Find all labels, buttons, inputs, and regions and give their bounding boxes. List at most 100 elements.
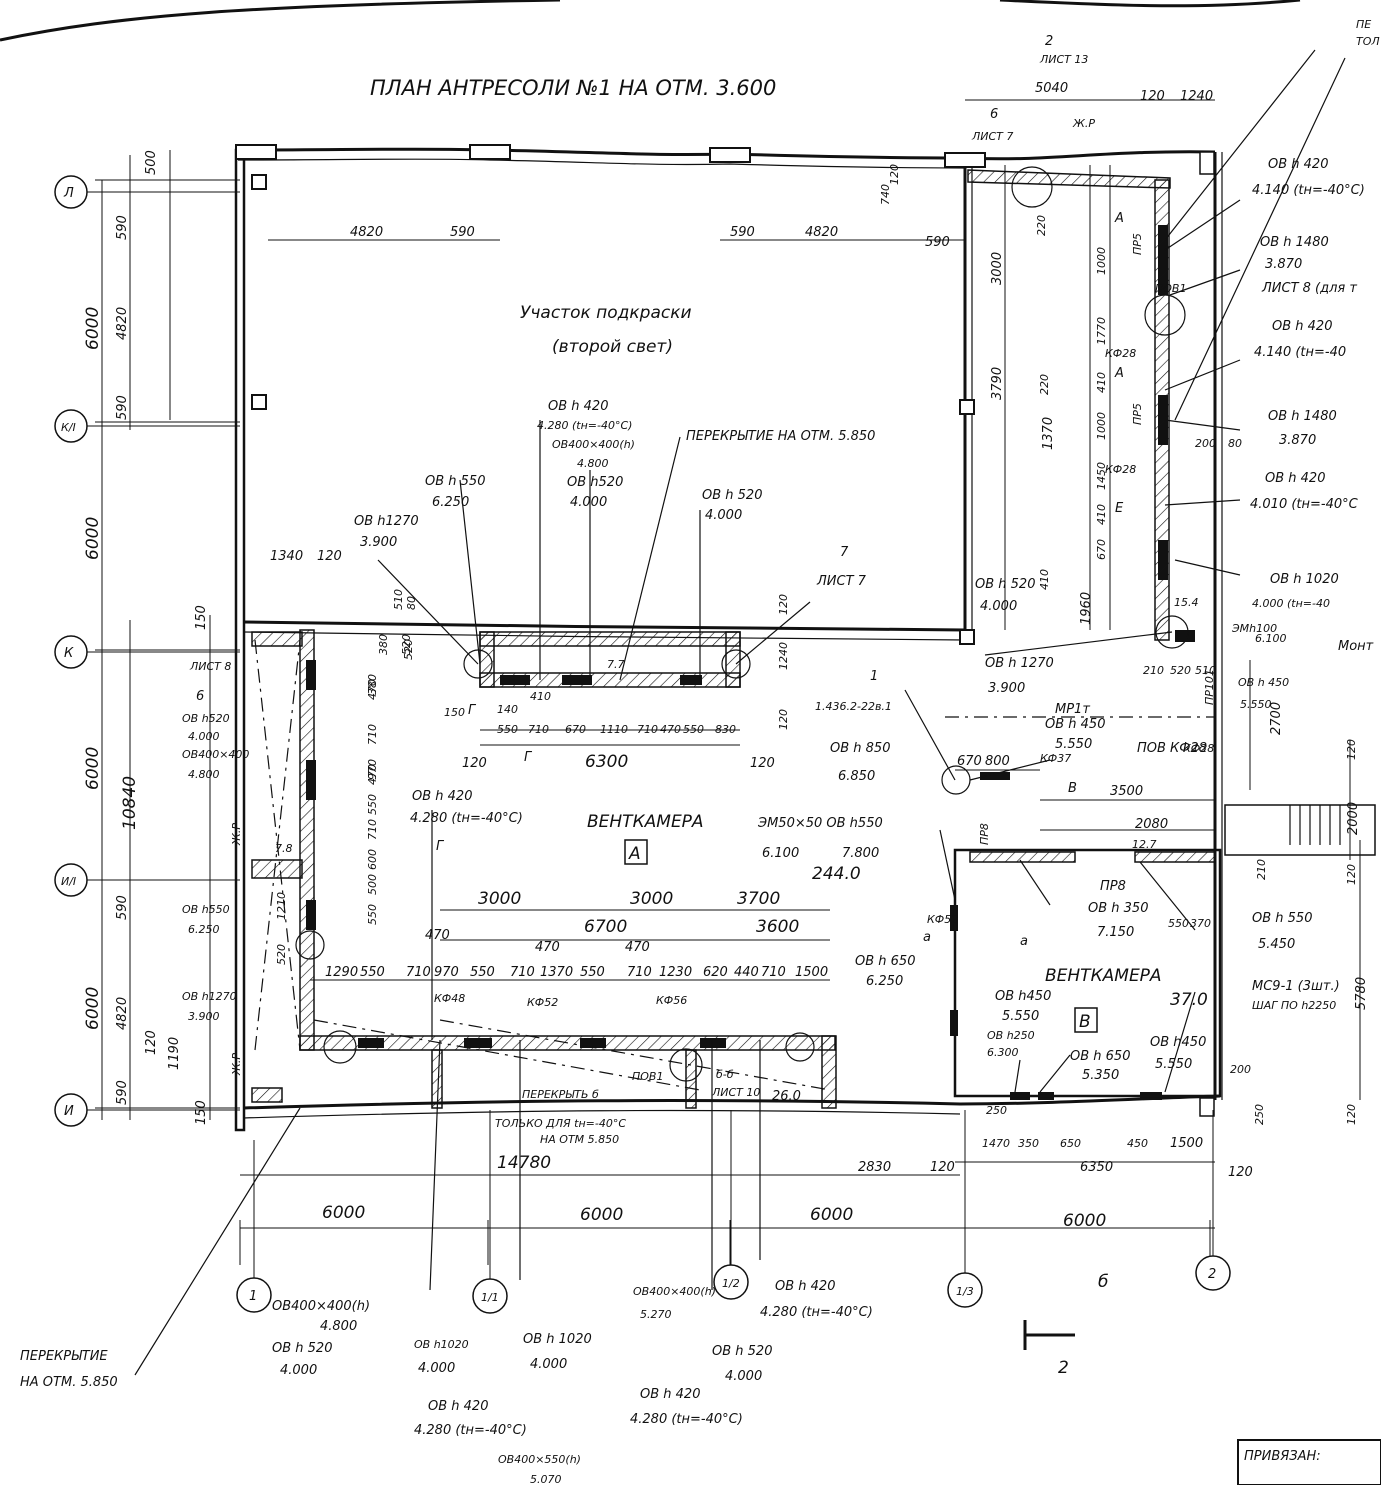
dim-top: 590	[925, 235, 950, 250]
svg-text:830: 830	[715, 723, 736, 736]
svg-text:ПР101: ПР101	[1203, 669, 1216, 705]
svg-text:КФ37: КФ37	[1040, 752, 1071, 765]
svg-text:ПОВ1: ПОВ1	[1155, 282, 1186, 295]
annotation-perekr-bottom: ПЕРЕКРЫТИЕ НА ОТМ. 5.850	[20, 1349, 118, 1390]
left-strip-wall-3	[251, 1087, 283, 1103]
chamber-a-opening-dims: 1290 550 710 970 550 710 1370 550 710 12…	[325, 928, 828, 980]
svg-text:6000: 6000	[83, 307, 103, 350]
top-wall	[237, 147, 966, 160]
annotation-right-ov1480-a: ОВ h 1480 3.870	[1260, 235, 1329, 272]
vent-chamber-a-label: ВЕНТКАМЕРА	[587, 812, 704, 832]
svg-text:520: 520	[402, 639, 415, 660]
annotation-mp1t: МР1т	[1055, 702, 1090, 717]
svg-text:410: 410	[1095, 504, 1108, 525]
svg-text:970: 970	[366, 759, 379, 780]
svg-text:ОВ h250: ОВ h250	[987, 1029, 1035, 1042]
duct-block	[306, 900, 316, 930]
svg-text:4.800: 4.800	[320, 1319, 357, 1334]
top-right-wall-hatch	[967, 169, 1171, 189]
left-strip-wall	[251, 631, 303, 647]
svg-text:800: 800	[985, 754, 1010, 769]
axis-label-col: 1/2	[722, 1277, 740, 1290]
svg-text:600: 600	[366, 849, 379, 870]
svg-text:520: 520	[1170, 664, 1191, 677]
svg-text:120: 120	[930, 1160, 955, 1175]
axis-label-row: И/I	[61, 875, 76, 888]
svg-text:120: 120	[317, 549, 342, 564]
svg-text:ОВ400×400(h): ОВ400×400(h)	[272, 1299, 370, 1314]
annotation-mc9: МС9-1 (3шт.) ШАГ ПО h2250	[1252, 979, 1340, 1012]
svg-text:ОВ h 520: ОВ h 520	[272, 1341, 332, 1356]
svg-text:80: 80	[1228, 437, 1242, 450]
svg-text:5.550: 5.550	[1240, 698, 1272, 711]
duct-block	[306, 760, 316, 800]
position-127: 12.7	[1132, 838, 1157, 851]
cut-marker-6: 6 ЛИСТ 7	[971, 107, 1013, 143]
annotation-left-ov520: ОВ h520 4.000	[182, 712, 230, 743]
svg-text:ПЕ: ПЕ	[1356, 18, 1371, 31]
svg-text:1230: 1230	[659, 965, 692, 980]
svg-text:5.070: 5.070	[530, 1473, 562, 1485]
svg-text:120: 120	[750, 756, 775, 771]
svg-text:3600: 3600	[756, 917, 799, 937]
axis-label-row: И	[64, 1104, 74, 1119]
annotation-pov-kf28: ПОВ КФ28	[1137, 741, 1207, 756]
stair-lines	[1289, 805, 1341, 845]
svg-text:200: 200	[1230, 1063, 1251, 1076]
svg-text:ПР5: ПР5	[1131, 403, 1144, 425]
svg-text:470: 470	[535, 940, 560, 955]
dim-bottom	[239, 1174, 1215, 1265]
chamber-a-dims: 1340 120 3000 3000 3700 6700 3600 6300 1…	[270, 549, 799, 937]
svg-text:ОВ h 520: ОВ h 520	[712, 1344, 772, 1359]
svg-text:2830: 2830	[858, 1160, 891, 1175]
svg-text:4.000: 4.000	[530, 1357, 567, 1372]
svg-text:а: а	[923, 930, 931, 945]
svg-text:а: а	[1020, 934, 1028, 949]
svg-text:4.280 (tн=-40°С): 4.280 (tн=-40°С)	[414, 1423, 527, 1438]
chamber-a-left-wall	[299, 629, 315, 1051]
svg-text:500: 500	[144, 150, 159, 175]
annotation-section1: 1 1.436.2-22в.1	[815, 669, 892, 713]
pov-labels: ПОВ1 ПОВ1	[632, 282, 1186, 1083]
svg-text:670: 670	[957, 754, 982, 769]
duct-block	[680, 675, 702, 685]
svg-text:ОВ h450: ОВ h450	[995, 989, 1051, 1004]
svg-text:ОВ h 550: ОВ h 550	[1252, 911, 1312, 926]
right-far-dims: 2700 2000 120 5780 210 200 250 120 120	[1230, 702, 1369, 1125]
svg-text:1450: 1450	[1095, 462, 1108, 490]
svg-text:ПР5: ПР5	[1131, 233, 1144, 255]
annotation-bottom-ov520b: ОВ h 520 4.000	[712, 1344, 772, 1384]
svg-text:3.870: 3.870	[1279, 433, 1316, 448]
svg-text:4.000: 4.000	[725, 1369, 762, 1384]
svg-text:6000: 6000	[83, 987, 103, 1030]
svg-text:МС9-1 (3шт.): МС9-1 (3шт.)	[1252, 979, 1340, 994]
svg-text:3000: 3000	[478, 889, 521, 909]
svg-text:ОВ h 650: ОВ h 650	[1070, 1049, 1130, 1064]
zhr-labels: Ж.Р Ж.Р Ж.Р	[230, 117, 1095, 1076]
column	[709, 147, 751, 163]
svg-text:7.150: 7.150	[1097, 925, 1134, 940]
svg-text:500: 500	[366, 874, 379, 895]
svg-text:5.450: 5.450	[1258, 937, 1295, 952]
svg-text:470: 470	[366, 679, 379, 700]
svg-text:550: 550	[366, 904, 379, 925]
right-column-cap-2	[1199, 1097, 1215, 1117]
axis-label-row: Л	[63, 186, 74, 201]
dim-left	[95, 150, 240, 1120]
svg-text:120: 120	[1345, 739, 1358, 760]
svg-text:350: 350	[1018, 1137, 1039, 1150]
svg-text:120: 120	[777, 594, 790, 615]
svg-text:410: 410	[530, 690, 551, 703]
annotation-bottom-ov400-400: ОВ400×400(h) 4.800	[272, 1299, 370, 1334]
svg-text:6700: 6700	[584, 917, 627, 937]
annotation-bottom-ov400-550: ОВ400×550(h) 5.070	[498, 1453, 581, 1485]
bottom-cut-2: 2	[1058, 1358, 1069, 1378]
svg-text:1190: 1190	[167, 1037, 182, 1070]
svg-text:ОВ h 520: ОВ h 520	[702, 488, 762, 503]
svg-text:5.550: 5.550	[1055, 737, 1092, 752]
svg-text:7.800: 7.800	[842, 846, 879, 861]
annotation-ov350: ОВ h 350 7.150	[1088, 901, 1148, 940]
vent-chamber-a-area: 244.0	[812, 864, 861, 884]
cut-marker-2: 2 ЛИСТ 13	[1039, 34, 1088, 66]
svg-text:450: 450	[1127, 1137, 1148, 1150]
